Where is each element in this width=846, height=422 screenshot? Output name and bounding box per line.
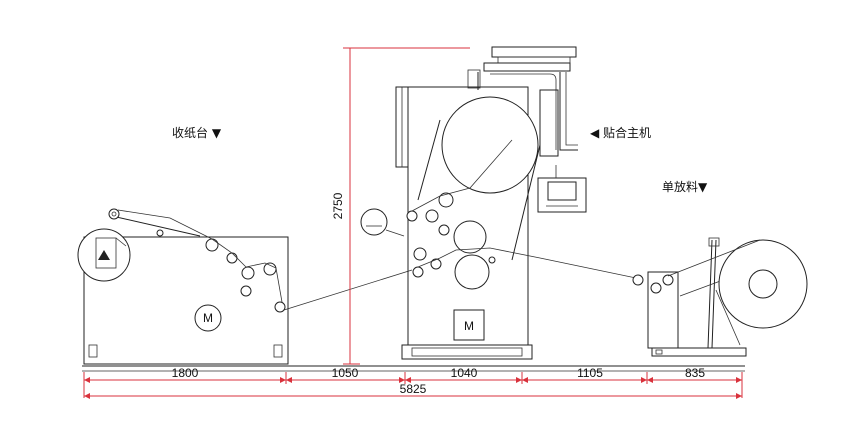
top-bracket bbox=[467, 69, 481, 89]
unwind-roller-3 bbox=[662, 274, 674, 286]
laminator-detail-arm bbox=[385, 229, 405, 237]
top-cover-lower bbox=[497, 56, 571, 64]
label-rewind-station: 收纸台 ▼ bbox=[172, 125, 222, 140]
control-screen bbox=[547, 181, 577, 201]
web-path-upper bbox=[411, 139, 513, 212]
unwind-web bbox=[667, 239, 761, 277]
roller-f bbox=[430, 258, 442, 270]
top-cover bbox=[491, 46, 577, 58]
rewind-arm bbox=[111, 215, 201, 237]
rewind-roller-5 bbox=[240, 285, 252, 297]
dim-label-1050: 1050 bbox=[332, 366, 359, 380]
top-hose bbox=[490, 73, 557, 150]
roller-d bbox=[438, 224, 450, 236]
rewind-roller-1 bbox=[205, 238, 219, 252]
roller-e bbox=[413, 247, 427, 261]
dim-label-total: 5825 bbox=[400, 382, 427, 396]
vertical-pipe bbox=[559, 72, 578, 151]
unwind-stand bbox=[707, 239, 713, 349]
right-guard bbox=[539, 89, 559, 157]
rewind-detail-block bbox=[95, 237, 117, 269]
rewind-pivot bbox=[156, 229, 164, 237]
cover-right bbox=[511, 144, 541, 261]
main-drum bbox=[441, 96, 539, 194]
laminator-motor-label: M bbox=[464, 319, 474, 333]
height-dim-label: 2750 bbox=[331, 192, 345, 219]
rewind-detail-triangle bbox=[98, 250, 110, 260]
laminator-motor-box bbox=[453, 309, 485, 341]
rewind-foot-left bbox=[88, 344, 98, 358]
rewind-web-path bbox=[117, 209, 283, 303]
roller-g bbox=[412, 266, 424, 278]
rewind-motor bbox=[194, 304, 222, 332]
rewind-detail-arm bbox=[115, 237, 127, 247]
dim-label-835: 835 bbox=[685, 366, 705, 380]
roller-h bbox=[488, 256, 496, 264]
laminating-roller-upper bbox=[453, 220, 487, 254]
rewind-roller-2 bbox=[226, 252, 238, 264]
roller-b bbox=[425, 209, 439, 223]
rewind-roller-6 bbox=[274, 301, 286, 313]
unwind-roller-1 bbox=[632, 274, 644, 286]
unwind-stand-2 bbox=[711, 239, 717, 349]
unwind-roll-core bbox=[748, 269, 778, 299]
label-main-laminator: ◀ 贴合主机 bbox=[590, 125, 651, 140]
unwind-stand-cap bbox=[708, 237, 720, 247]
dim-label-1105: 1105 bbox=[577, 366, 603, 380]
vertical-pipe-inner bbox=[565, 72, 578, 146]
dimension-row: 1800 1050 1040 1105 835 5825 bbox=[83, 366, 743, 399]
rewind-small-roller bbox=[108, 208, 120, 220]
cover-left bbox=[417, 119, 441, 201]
laminating-roller-lower bbox=[454, 254, 490, 290]
rewind-station: M bbox=[77, 208, 289, 365]
dim-label-1800: 1800 bbox=[172, 366, 199, 380]
laminator-base-inner bbox=[411, 347, 523, 357]
dim-label-1040: 1040 bbox=[451, 366, 478, 380]
roller-c bbox=[406, 210, 418, 222]
label-single-unwind: 单放料▼ bbox=[662, 179, 708, 194]
rewind-foot-right bbox=[273, 344, 283, 358]
rewind-roller-3 bbox=[241, 266, 255, 280]
rewind-motor-label: M bbox=[203, 311, 213, 325]
laminator-detail-circle bbox=[360, 208, 388, 236]
control-panel bbox=[537, 177, 587, 213]
web-laminator-to-unwind bbox=[539, 257, 637, 279]
unwind-base bbox=[651, 347, 747, 357]
web-path-lower bbox=[417, 247, 541, 268]
unwind-frame bbox=[647, 271, 679, 349]
laminator-base bbox=[401, 344, 533, 360]
unwind-base-foot bbox=[655, 349, 663, 355]
unwind-strut bbox=[715, 289, 741, 346]
unwind-roller-2 bbox=[650, 282, 662, 294]
single-unwind bbox=[632, 237, 808, 357]
rewind-small-roller-core bbox=[111, 211, 117, 217]
main-laminator: M bbox=[360, 46, 587, 360]
rewind-frame bbox=[83, 236, 289, 365]
top-rail bbox=[483, 62, 571, 72]
rewind-roller-4 bbox=[263, 262, 277, 276]
web-rewind-to-laminator bbox=[283, 269, 413, 311]
roller-a bbox=[438, 192, 454, 208]
